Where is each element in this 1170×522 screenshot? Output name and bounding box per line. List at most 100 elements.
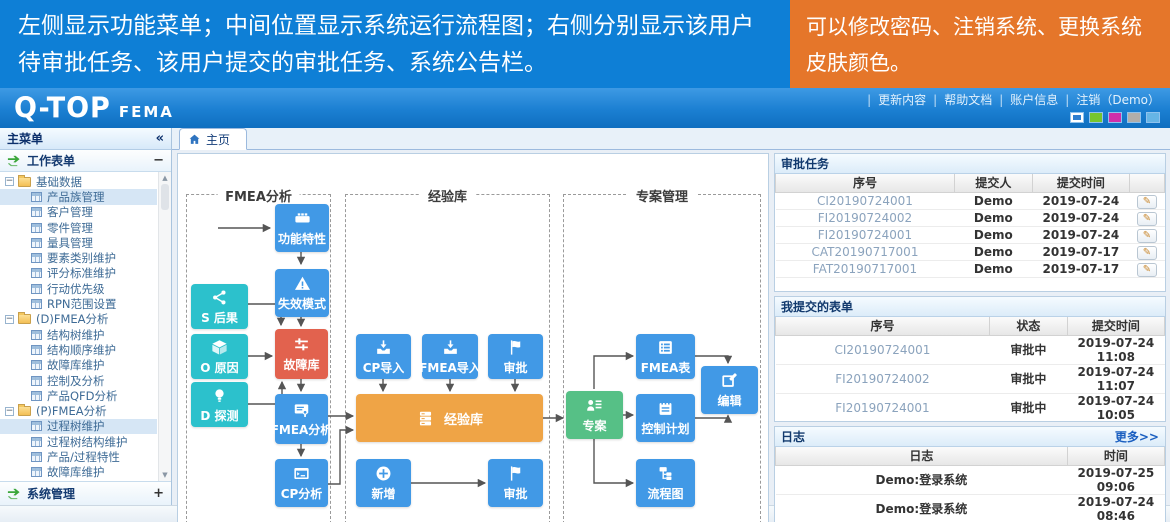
accordion-worksheets[interactable]: 工作表单 − xyxy=(0,150,171,172)
flow-node-approve-top[interactable]: 审批 xyxy=(488,334,543,379)
edit-button[interactable]: ✎ xyxy=(1136,211,1157,226)
edit-button[interactable]: ✎ xyxy=(1136,245,1157,260)
column-header[interactable] xyxy=(1128,174,1165,193)
tree-item[interactable]: − 控制及分析 xyxy=(0,373,157,388)
tree-item[interactable]: − 行动优先级 xyxy=(0,281,157,296)
flow-node-flowchart[interactable]: 流程图 xyxy=(636,459,695,507)
accordion-system[interactable]: 系统管理 + xyxy=(0,481,171,505)
logo-text: Q-TOP xyxy=(14,91,111,125)
flow-node-functional-characteristics[interactable]: 功能特性 xyxy=(275,204,329,252)
flow-node-failure-mode[interactable]: 失效模式 xyxy=(275,269,329,317)
form-id-link[interactable]: FI20190724002 xyxy=(775,209,955,227)
column-header[interactable]: 序号 xyxy=(775,317,990,336)
tab-bar: 主页 xyxy=(172,128,1170,150)
column-header[interactable]: 提交时间 xyxy=(1031,174,1130,193)
flow-node-knowledge-base[interactable]: 经验库 xyxy=(356,394,543,442)
system-icon xyxy=(7,488,20,500)
flag-icon xyxy=(510,466,521,481)
sidebar-collapse-icon[interactable]: « xyxy=(155,131,164,146)
flow-node-cp-analysis[interactable]: CP分析 xyxy=(275,459,328,507)
scroll-down-icon[interactable]: ▼ xyxy=(162,471,168,479)
tree-item[interactable]: − 产品族管理 xyxy=(0,189,157,205)
flow-node-add-new[interactable]: 新增 xyxy=(356,459,411,507)
scroll-thumb[interactable] xyxy=(161,184,169,210)
skin-swatch[interactable] xyxy=(1108,112,1122,123)
submitter: Demo xyxy=(954,226,1033,244)
flow-node-fmea-import[interactable]: FMEA导入 xyxy=(419,334,481,379)
form-id-link[interactable]: FI20190724001 xyxy=(775,393,990,421)
tab-home[interactable]: 主页 xyxy=(179,128,248,150)
collapse-section-icon[interactable]: − xyxy=(153,152,164,168)
scroll-up-icon[interactable]: ▲ xyxy=(162,174,168,182)
tree-item[interactable]: − 评分标准维护 xyxy=(0,266,157,281)
flow-node-fmea-table[interactable]: FMEA表 xyxy=(636,334,695,379)
flow-node-fmea-analysis[interactable]: FMEA分析 xyxy=(271,394,332,444)
form-id-link[interactable]: FI20190724002 xyxy=(775,364,990,394)
tree-item[interactable]: − 故障库维护 xyxy=(0,465,157,480)
skin-swatch[interactable] xyxy=(1127,112,1141,123)
edit-button[interactable]: ✎ xyxy=(1136,262,1157,277)
column-header[interactable]: 状态 xyxy=(988,317,1068,336)
flow-node-fault-library[interactable]: 故障库 xyxy=(275,329,328,379)
form-id-link[interactable]: FI20190724001 xyxy=(775,226,955,244)
tree-item[interactable]: − 结构树维护 xyxy=(0,327,157,342)
tree-item[interactable]: − 要素类别维护 xyxy=(0,250,157,265)
tree-expander-icon[interactable]: − xyxy=(5,313,14,324)
log-row: Demo:登录系统 2019-07-25 09:06 xyxy=(775,465,1165,495)
log-text: Demo:登录系统 xyxy=(775,465,1068,495)
expand-section-icon[interactable]: + xyxy=(153,485,164,501)
tree-item[interactable]: − (D)FMEA分析 xyxy=(0,312,157,327)
edit-button[interactable]: ✎ xyxy=(1136,228,1157,243)
tree-item[interactable]: − 客户管理 xyxy=(0,205,157,220)
tree-item[interactable]: − 产品QFD分析 xyxy=(0,388,157,403)
skin-swatch[interactable] xyxy=(1146,112,1160,123)
tree-item[interactable]: − (P)FMEA分析 xyxy=(0,403,157,418)
header-links: |更新内容|帮助文档|账户信息|注销（Demo） xyxy=(860,91,1160,108)
form-id-link[interactable]: CI20190724001 xyxy=(775,192,955,210)
flow-node-detection[interactable]: D 探测 xyxy=(191,382,248,427)
column-header[interactable]: 提交人 xyxy=(953,174,1033,193)
flow-node-approve-bottom[interactable]: 审批 xyxy=(488,459,543,507)
column-header[interactable]: 提交时间 xyxy=(1066,317,1165,336)
sidebar-title-bar: 主菜单 « xyxy=(0,128,171,150)
tree-item[interactable]: − 结构顺序维护 xyxy=(0,342,157,357)
tree-item[interactable]: − 产品/过程特性 xyxy=(0,449,157,464)
flow-node-occurrence[interactable]: O 原因 xyxy=(191,334,248,379)
tree-item[interactable]: − 过程树维护 xyxy=(0,418,157,435)
tree-item[interactable]: − 量具管理 xyxy=(0,235,157,250)
column-header[interactable]: 日志 xyxy=(775,447,1068,466)
tree-item-label: (P)FMEA分析 xyxy=(36,404,107,419)
tree-item[interactable]: − 故障库维护 xyxy=(0,358,157,373)
header-link[interactable]: 注销（Demo） xyxy=(1076,93,1160,107)
flow-node-control-plan[interactable]: 控制计划 xyxy=(636,394,695,442)
header-link[interactable]: 帮助文档 xyxy=(944,93,993,107)
edit-pencil-icon: ✎ xyxy=(1142,229,1152,241)
flow-node-severity[interactable]: S 后果 xyxy=(191,284,248,329)
tree-expander-icon[interactable]: − xyxy=(5,405,14,416)
header-link[interactable]: 更新内容 xyxy=(878,93,927,107)
edit-button[interactable]: ✎ xyxy=(1136,194,1157,209)
flow-node-project[interactable]: 专案 xyxy=(566,391,623,439)
form-id-link[interactable]: CI20190724001 xyxy=(775,335,990,365)
logs-more-link[interactable]: 更多>> xyxy=(1114,430,1159,444)
tree-item[interactable]: − 零件管理 xyxy=(0,220,157,235)
skin-swatch[interactable] xyxy=(1089,112,1103,123)
form-id-link[interactable]: FAT20190717001 xyxy=(775,260,955,278)
flow-node-edit[interactable]: 编辑 xyxy=(701,366,758,414)
tree-item[interactable]: − 基础数据 xyxy=(0,174,157,189)
link-separator: | xyxy=(933,93,938,107)
tree-scrollbar[interactable]: ▲ ▼ xyxy=(158,172,171,481)
tree-item-label: (D)FMEA分析 xyxy=(36,312,109,327)
form-id-link[interactable]: CAT20190717001 xyxy=(775,243,955,261)
tree-expander-icon[interactable]: − xyxy=(5,176,14,187)
header-link[interactable]: 账户信息 xyxy=(1010,93,1059,107)
logs-table: 日志时间 Demo:登录系统 2019-07-25 09:06 xyxy=(775,447,1165,522)
flow-node-cp-import[interactable]: CP导入 xyxy=(356,334,411,379)
column-header[interactable]: 时间 xyxy=(1066,447,1165,466)
app-header: Q-TOP FEMA |更新内容|帮助文档|账户信息|注销（Demo） xyxy=(0,88,1170,128)
column-header[interactable]: 序号 xyxy=(775,174,955,193)
tree-item[interactable]: − RPN范围设置 xyxy=(0,296,157,311)
skin-swatch[interactable] xyxy=(1070,112,1084,123)
tree-item[interactable]: − 过程树结构维护 xyxy=(0,434,157,449)
